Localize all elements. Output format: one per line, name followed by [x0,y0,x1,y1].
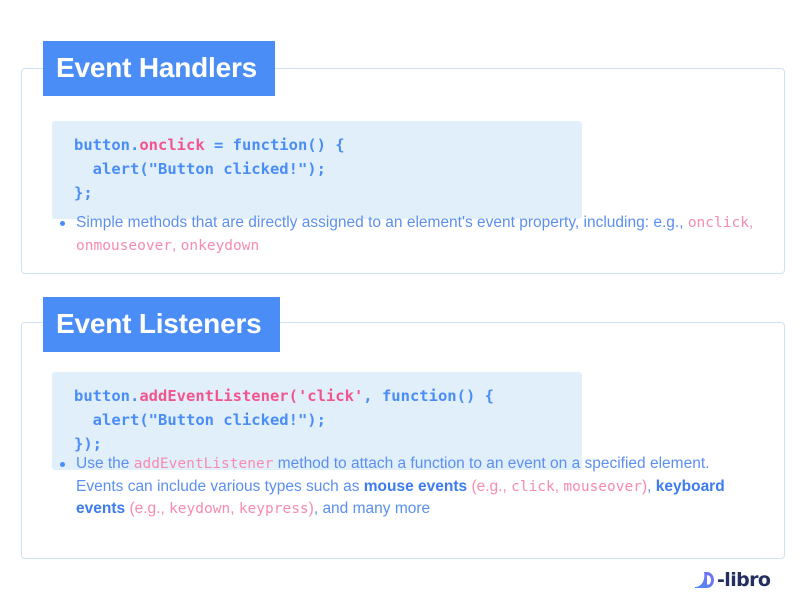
section-badge-event-handlers: Event Handlers [43,41,276,96]
section-card-event-listeners: button.addEventListener('click', functio… [21,322,785,559]
bullet-list-event-handlers: Simple methods that are directly assigne… [60,212,754,257]
bullet-text: Simple methods that are directly assigne… [76,214,754,254]
bullet-dot-icon [60,462,65,467]
logo-wordmark: -libro [717,568,771,591]
code-block-event-listeners: button.addEventListener('click', functio… [52,371,582,470]
bullet-list-event-listeners: Use the addEventListener method to attac… [60,453,754,521]
bullet-text: Use the addEventListener method to attac… [76,455,725,517]
brand-logo: -libro [694,568,771,592]
code-block-event-handlers: button.onclick = function() { alert("But… [52,120,582,219]
section-badge-event-listeners: Event Listeners [43,297,280,352]
bullet-dot-icon [60,221,65,226]
section-card-event-handlers: button.onclick = function() { alert("But… [21,68,785,274]
d-libro-mark-icon [694,570,716,590]
bullet-item: Use the addEventListener method to attac… [60,453,754,521]
bullet-item: Simple methods that are directly assigne… [60,212,754,257]
